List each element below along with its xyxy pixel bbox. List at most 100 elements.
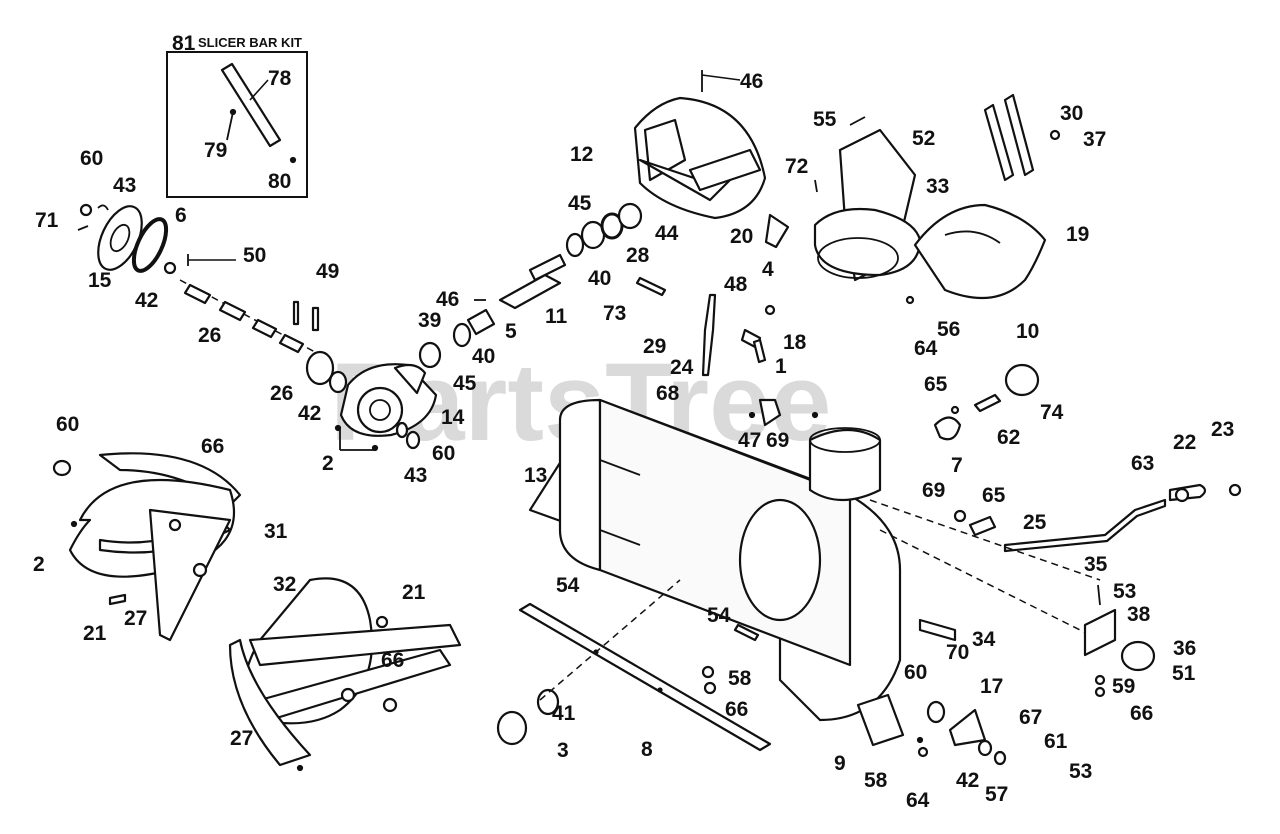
callout-42: 42 [298, 402, 321, 425]
callout-29: 29 [643, 335, 666, 358]
callout-33: 33 [926, 175, 949, 198]
callout-11: 11 [545, 305, 568, 328]
callout-21: 21 [83, 622, 107, 645]
center-shaft-assembly [418, 202, 667, 369]
callout-50: 50 [243, 244, 266, 267]
left-auger [52, 452, 242, 642]
callout-40: 40 [472, 345, 495, 368]
crank-assembly [933, 363, 1242, 553]
callout-49: 49 [316, 260, 339, 283]
right-bracket-assembly [1083, 584, 1156, 698]
callout-65: 65 [982, 484, 1006, 507]
callout-66: 66 [725, 698, 748, 721]
callout-58: 58 [728, 667, 752, 690]
callout-71: 71 [35, 209, 59, 232]
callout-4: 4 [762, 258, 774, 281]
callout-58: 58 [864, 769, 888, 792]
callout-35: 35 [1084, 553, 1108, 576]
callout-60: 60 [904, 661, 927, 684]
left-shaft-assembly [179, 254, 348, 394]
callout-7: 7 [951, 454, 963, 477]
callout-45: 45 [453, 372, 477, 395]
right-auger [228, 577, 462, 772]
callout-60: 60 [56, 413, 79, 436]
callout-2: 2 [322, 452, 334, 475]
callout-40: 40 [588, 267, 611, 290]
callout-52: 52 [912, 127, 935, 150]
discharge-chute [764, 116, 922, 282]
left-hub-assembly [77, 203, 177, 275]
callout-60: 60 [80, 147, 103, 170]
callout-25: 25 [1023, 511, 1047, 534]
callout-6: 6 [175, 204, 187, 227]
slicer-bar-kit-box: 81 SLICER BAR KIT [166, 32, 308, 198]
callout-30: 30 [1060, 102, 1083, 125]
callout-18: 18 [783, 331, 807, 354]
callout-39: 39 [418, 309, 441, 332]
callout-19: 19 [1066, 223, 1089, 246]
callout-64: 64 [906, 789, 930, 812]
kit-title: SLICER BAR KIT [198, 35, 302, 50]
callout-21: 21 [402, 581, 426, 604]
callout-78: 78 [268, 67, 292, 90]
callout-23: 23 [1211, 418, 1234, 441]
callout-61: 61 [1044, 730, 1068, 753]
callout-31: 31 [264, 520, 288, 543]
callout-64: 64 [914, 337, 938, 360]
callout-53: 53 [1113, 580, 1136, 603]
callout-63: 63 [1131, 452, 1154, 475]
callout-10: 10 [1016, 320, 1039, 343]
callout-3: 3 [557, 739, 569, 762]
callout-79: 79 [204, 139, 227, 162]
callout-45: 45 [568, 192, 592, 215]
scraper-bar [496, 579, 772, 752]
callout-34: 34 [972, 628, 996, 651]
callout-38: 38 [1127, 603, 1151, 626]
callout-70: 70 [946, 641, 969, 664]
callout-27: 27 [124, 607, 147, 630]
callout-15: 15 [88, 269, 112, 292]
callout-24: 24 [670, 356, 694, 379]
callout-65: 65 [924, 373, 948, 396]
callout-73: 73 [603, 302, 626, 325]
callout-26: 26 [198, 324, 221, 347]
callout-67: 67 [1019, 706, 1042, 729]
callout-53: 53 [1069, 760, 1092, 783]
callout-47: 47 [738, 429, 761, 452]
callout-2: 2 [33, 553, 45, 576]
callout-54: 54 [707, 604, 731, 627]
callout-37: 37 [1083, 128, 1106, 151]
callout-51: 51 [1172, 662, 1196, 685]
callout-43: 43 [113, 174, 136, 197]
callout-69: 69 [922, 479, 945, 502]
callout-59: 59 [1112, 675, 1135, 698]
callout-56: 56 [937, 318, 960, 341]
callout-28: 28 [626, 244, 650, 267]
callout-44: 44 [655, 222, 679, 245]
callout-12: 12 [570, 143, 593, 166]
callout-17: 17 [980, 675, 1003, 698]
callout-55: 55 [813, 108, 837, 131]
callout-69: 69 [766, 429, 789, 452]
callout-48: 48 [724, 273, 748, 296]
callout-26: 26 [270, 382, 293, 405]
callout-66: 66 [201, 435, 224, 458]
callout-57: 57 [985, 783, 1008, 806]
gear-case [334, 363, 438, 452]
callout-46: 46 [740, 70, 763, 93]
callout-74: 74 [1040, 401, 1064, 424]
callout-13: 13 [524, 464, 547, 487]
callout-22: 22 [1173, 431, 1196, 454]
callout-72: 72 [785, 155, 808, 178]
callout-8: 8 [641, 738, 653, 761]
callout-1: 1 [775, 355, 787, 378]
callout-68: 68 [656, 382, 680, 405]
impeller [633, 70, 767, 220]
callout-46: 46 [436, 288, 459, 311]
callout-60: 60 [432, 442, 455, 465]
callout-41: 41 [552, 702, 576, 725]
callout-20: 20 [730, 225, 753, 248]
callout-36: 36 [1173, 637, 1196, 660]
